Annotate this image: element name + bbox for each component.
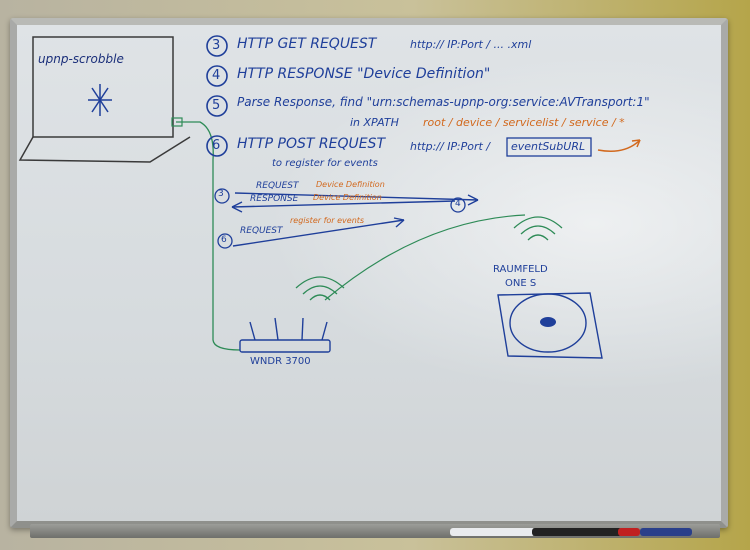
step-6-url-box-text: eventSubURL — [511, 140, 586, 153]
speaker-label-line1: RAUMFELD — [493, 264, 548, 275]
router-label: WNDR 3700 — [250, 356, 311, 367]
laptop-label: upnp-scrobble — [38, 52, 124, 66]
response-note: Device Definition — [313, 193, 382, 202]
network-cable — [176, 121, 241, 351]
step-3-number: 3 — [212, 38, 221, 53]
marker-white — [450, 528, 535, 536]
laptop-port — [171, 117, 183, 127]
register-note: register for events — [290, 216, 365, 225]
diagram-step-6-number: 6 — [221, 235, 227, 245]
step-6-small-circle — [217, 233, 233, 249]
marker-blue — [640, 528, 692, 536]
laptop-base — [18, 136, 191, 163]
step-5-xpath: root / device / servicelist / service / … — [423, 116, 625, 129]
speaker-cone — [540, 317, 556, 327]
step-3-small-circle — [214, 188, 230, 204]
speaker-wifi-icon — [513, 216, 563, 241]
step-3-text: HTTP GET REQUEST — [237, 36, 377, 52]
laptop-screen — [32, 36, 174, 138]
step-5-number: 5 — [212, 98, 221, 113]
register-request-label: REQUEST — [240, 226, 283, 236]
step-3-url: http:// IP:Port / ... .xml — [410, 38, 532, 51]
step-6-circle — [206, 135, 228, 157]
request-note: Device Definition — [316, 180, 385, 189]
step-6-url: http:// IP:Port / — [410, 140, 490, 153]
step-5-circle — [206, 95, 228, 117]
step-4-number: 4 — [212, 68, 221, 83]
request-label: REQUEST — [256, 181, 299, 191]
diagram-step-3-number: 3 — [218, 189, 224, 199]
router-wifi-icon — [295, 276, 345, 301]
marker-black — [532, 528, 622, 536]
register-arrow-line — [232, 219, 405, 247]
marker-red — [618, 528, 640, 536]
step-5-sub: in XPATH — [350, 116, 399, 129]
orange-pointer-arrow — [597, 139, 641, 152]
step-6-sub: to register for events — [272, 158, 378, 169]
step-6-number: 6 — [212, 138, 221, 153]
response-label: RESPONSE — [250, 194, 299, 204]
speaker — [497, 292, 603, 359]
step-6-text: HTTP POST REQUEST — [237, 136, 385, 152]
speaker-label-line2: ONE S — [505, 278, 537, 289]
request-arrow-line — [234, 192, 479, 201]
step-4-text: HTTP RESPONSE "Device Definition" — [237, 66, 491, 82]
step-3-circle — [206, 35, 228, 57]
step-4-circle — [206, 65, 228, 87]
diagram-step-4-number: 4 — [455, 199, 461, 209]
step-5-text: Parse Response, find "urn:schemas-upnp-o… — [237, 95, 650, 109]
router — [239, 317, 331, 353]
eventsuburl-box — [506, 137, 592, 157]
response-arrow-line — [231, 200, 456, 208]
asterisk-icon — [88, 84, 112, 116]
response-step-circle — [450, 197, 466, 213]
wireless-link — [324, 214, 526, 301]
whiteboard — [10, 18, 728, 528]
